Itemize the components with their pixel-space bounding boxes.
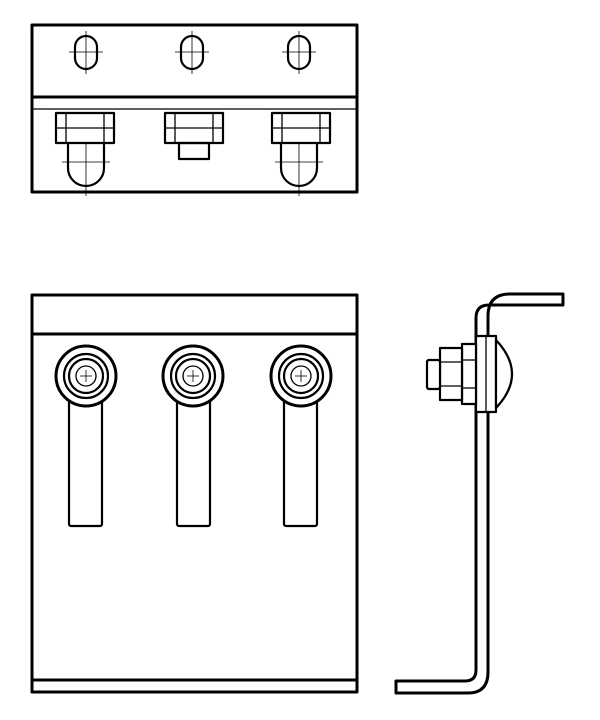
side-nut: [425, 342, 478, 406]
top-bolt-3: [270, 111, 332, 196]
front-bolt-1: [54, 344, 118, 528]
top-slot-1: [69, 31, 103, 74]
top-bolt-2: [163, 111, 225, 161]
top-slot-3: [282, 31, 316, 74]
top-slot-2: [175, 31, 209, 74]
bracket-profile: [394, 292, 565, 695]
front-view: [30, 293, 359, 694]
front-bolt-2: [161, 344, 225, 528]
side-bolt-head: [494, 338, 514, 410]
top-view: [30, 23, 359, 196]
top-bolt-1: [54, 111, 116, 196]
side-view: [394, 292, 565, 695]
front-bolt-3: [269, 344, 333, 528]
